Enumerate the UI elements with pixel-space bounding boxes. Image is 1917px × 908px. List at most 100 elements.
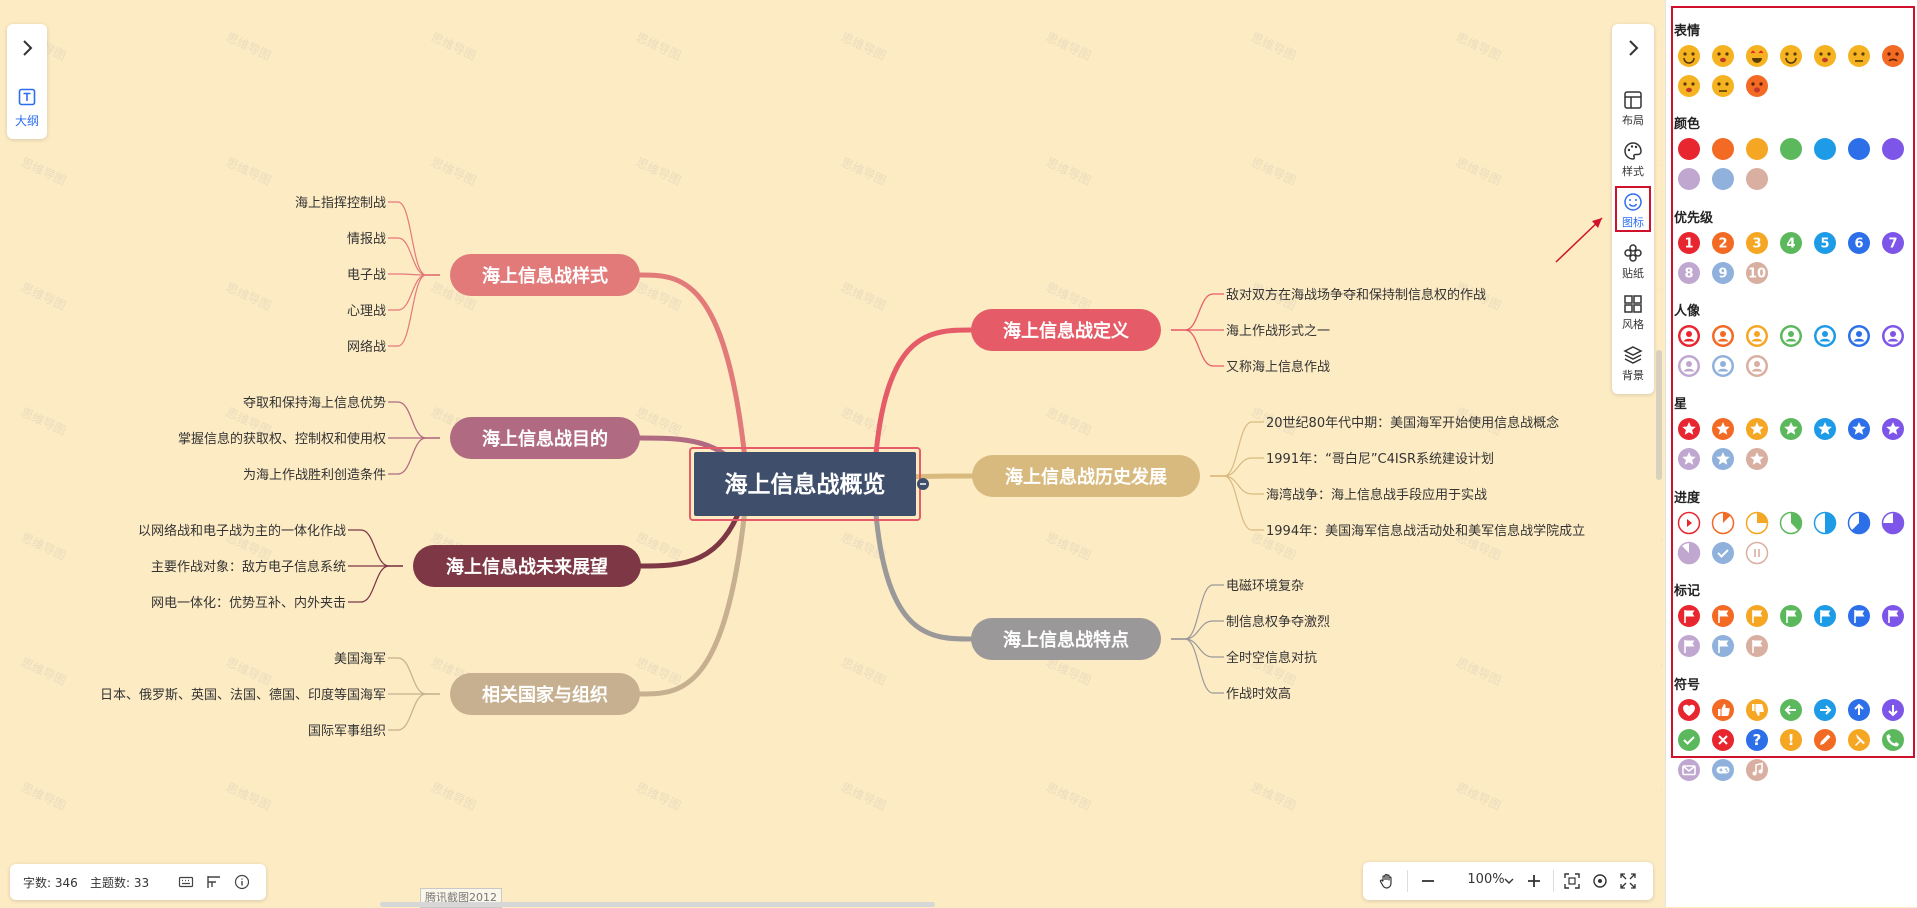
face-8-icon[interactable] [1677,74,1701,98]
face-1-icon[interactable] [1677,44,1701,68]
structure-icon[interactable] [206,874,222,890]
leaf-topic[interactable]: 20世纪80年代中期：美国海军开始使用信息战概念 [1266,415,1559,431]
circle-6-icon[interactable] [1847,137,1871,161]
person-1-icon[interactable] [1677,324,1701,348]
flag-6-icon[interactable] [1847,604,1871,628]
star-6-icon[interactable] [1847,417,1871,441]
circle-5-icon[interactable] [1813,137,1837,161]
face-10-icon[interactable] [1745,74,1769,98]
leaf-topic[interactable]: 心理战 [347,304,386,319]
locate-center-icon[interactable] [1591,872,1609,890]
leaf-topic[interactable]: 1994年：美国海军信息战活动处和美军信息战学院成立 [1266,523,1585,539]
progress-5-icon[interactable] [1813,511,1837,535]
circle-3-icon[interactable] [1745,137,1769,161]
chevron-right-icon[interactable] [1623,38,1643,58]
tool-style[interactable]: 样式 [1612,135,1654,183]
arrow-left-icon[interactable] [1779,698,1803,722]
progress-4-icon[interactable] [1779,511,1803,535]
tool-background[interactable]: 背景 [1612,339,1654,387]
leaf-topic[interactable]: 又称海上信息作战 [1226,359,1330,375]
zoom-out-icon[interactable] [1419,872,1437,890]
flag-4-icon[interactable] [1779,604,1803,628]
leaf-topic[interactable]: 制信息权争夺激烈 [1226,614,1330,630]
person-9-icon[interactable] [1711,354,1735,378]
info-icon[interactable] [234,874,250,890]
branch-node[interactable] [450,417,640,459]
branch-node[interactable] [972,455,1200,497]
exclaim-icon[interactable]: ! [1779,728,1803,752]
gamepad-icon[interactable] [1711,758,1735,782]
circle-7-icon[interactable] [1881,137,1905,161]
thumb-up-icon[interactable] [1711,698,1735,722]
tool-theme[interactable]: 风格 [1612,288,1654,336]
flag-10-icon[interactable] [1745,634,1769,658]
progress-9-icon[interactable] [1711,541,1735,565]
flag-5-icon[interactable] [1813,604,1837,628]
progress-3-icon[interactable] [1745,511,1769,535]
leaf-topic[interactable]: 全时空信息对抗 [1226,650,1317,666]
face-6-icon[interactable] [1847,44,1871,68]
face-2-icon[interactable] [1711,44,1735,68]
branch-node[interactable] [450,254,640,296]
branch-node[interactable] [450,673,640,715]
zoom-in-icon[interactable] [1525,872,1543,890]
leaf-topic[interactable]: 网电一体化：优势互补、内外夹击 [151,595,346,611]
arrow-right-icon[interactable] [1813,698,1837,722]
chevron-down-icon[interactable] [1503,872,1515,890]
leaf-topic[interactable]: 国际军事组织 [308,724,386,739]
vertical-scrollbar[interactable] [1656,350,1662,480]
person-4-icon[interactable] [1779,324,1803,348]
branch-node[interactable] [971,618,1161,660]
flag-2-icon[interactable] [1711,604,1735,628]
leaf-topic[interactable]: 以网络战和电子战为主的一体化作战 [138,523,346,539]
number-10-icon[interactable]: 10 [1745,261,1769,285]
number-3-icon[interactable]: 3 [1745,231,1769,255]
face-7-icon[interactable] [1881,44,1905,68]
leaf-topic[interactable]: 夺取和保持海上信息优势 [243,395,386,411]
progress-7-icon[interactable] [1881,511,1905,535]
circle-2-icon[interactable] [1711,137,1735,161]
leaf-topic[interactable]: 敌对双方在海战场争夺和保持制信息权的作战 [1226,287,1486,303]
arrow-up-icon[interactable] [1847,698,1871,722]
horizontal-scrollbar[interactable] [380,902,935,907]
fullscreen-icon[interactable] [1619,872,1637,890]
star-2-icon[interactable] [1711,417,1735,441]
star-4-icon[interactable] [1779,417,1803,441]
hand-icon[interactable] [1378,872,1396,890]
zoom-level[interactable]: 100% [1467,872,1505,887]
leaf-topic[interactable]: 海上作战形式之一 [1226,324,1330,339]
face-4-icon[interactable] [1779,44,1803,68]
star-7-icon[interactable] [1881,417,1905,441]
star-9-icon[interactable] [1711,447,1735,471]
number-1-icon[interactable]: 1 [1677,231,1701,255]
face-3-icon[interactable] [1745,44,1769,68]
number-6-icon[interactable]: 6 [1847,231,1871,255]
progress-10-icon[interactable] [1745,541,1769,565]
star-10-icon[interactable] [1745,447,1769,471]
pin-icon[interactable] [1847,728,1871,752]
star-1-icon[interactable] [1677,417,1701,441]
leaf-topic[interactable]: 为海上作战胜利创造条件 [243,467,386,483]
progress-8-icon[interactable] [1677,541,1701,565]
person-7-icon[interactable] [1881,324,1905,348]
flag-1-icon[interactable] [1677,604,1701,628]
circle-10-icon[interactable] [1745,167,1769,191]
flag-3-icon[interactable] [1745,604,1769,628]
outline-label[interactable]: 大纲 [14,114,39,128]
leaf-topic[interactable]: 美国海军 [334,652,386,667]
circle-9-icon[interactable] [1711,167,1735,191]
thumb-down-icon[interactable] [1745,698,1769,722]
circle-8-icon[interactable] [1677,167,1701,191]
mindmap-canvas[interactable]: 思维导图思维导图思维导图思维导图思维导图思维导图思维导图思维导图思维导图思维导图… [0,0,1662,907]
arrow-down-icon[interactable] [1881,698,1905,722]
music-icon[interactable] [1745,758,1769,782]
leaf-topic[interactable]: 电磁环境复杂 [1226,579,1304,594]
progress-2-icon[interactable] [1711,511,1735,535]
number-5-icon[interactable]: 5 [1813,231,1837,255]
star-8-icon[interactable] [1677,447,1701,471]
tool-sticker[interactable]: 贴纸 [1612,237,1654,285]
flag-7-icon[interactable] [1881,604,1905,628]
leaf-topic[interactable]: 掌握信息的获取权、控制权和使用权 [178,431,386,447]
leaf-topic[interactable]: 日本、俄罗斯、英国、法国、德国、印度等国海军 [100,687,386,703]
circle-1-icon[interactable] [1677,137,1701,161]
